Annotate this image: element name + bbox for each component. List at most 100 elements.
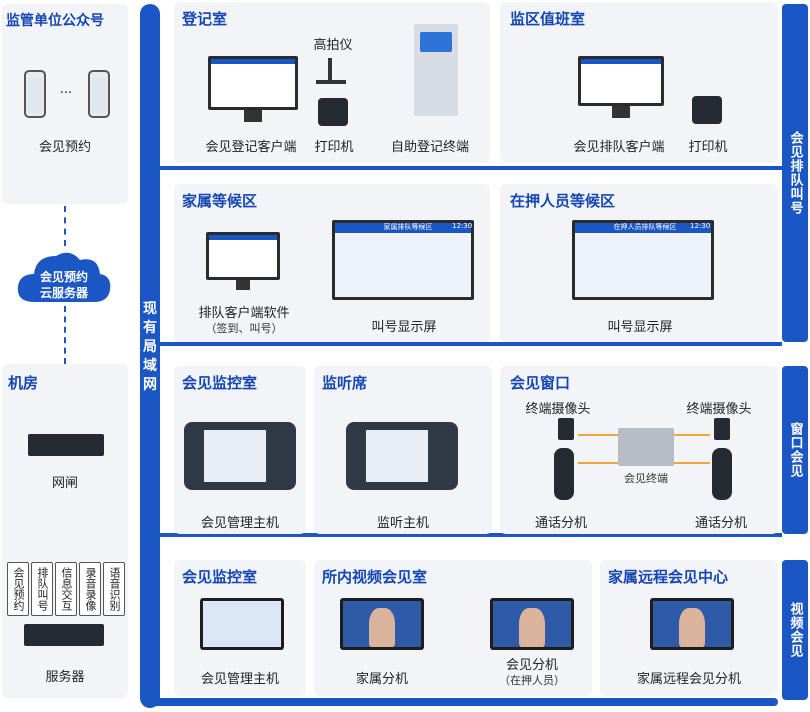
dashed-link-bottom (64, 306, 66, 364)
registration-monitor-icon (208, 56, 298, 110)
monitor-stand (244, 110, 262, 122)
cloud-label-1: 会见预约 (39, 270, 88, 284)
monitor-room-2-panel: 会见监控室 会见管理主机 (174, 560, 306, 696)
inmate-terminal-label: 会见分机 (505, 658, 558, 673)
server-badge-appointment: 会见预约 (7, 562, 29, 616)
server-badge-recording: 录音录像 (79, 562, 101, 616)
monitor-room-1-title: 会见监控室 (182, 374, 258, 392)
duty-title: 监区值班室 (510, 10, 586, 28)
meeting-terminal-icon (618, 428, 674, 466)
link-row1 (156, 166, 782, 170)
link-row3 (156, 533, 782, 537)
document-camera-base (316, 80, 346, 84)
lan-bus-bottom (150, 698, 778, 706)
printer-icon (318, 98, 348, 126)
wechat-title: 监管单位公众号 (6, 13, 104, 29)
management-host-2-icon (200, 598, 284, 650)
smartphone-icon (24, 70, 46, 118)
server-badge-info: 信息交互 (55, 562, 77, 616)
registration-printer-label: 打印机 (314, 140, 354, 155)
inmate-screen-header: 在押人员排队等候区 (613, 223, 677, 231)
inmate-wait-panel: 在押人员等候区 在押人员排队等候区 12:30 叫号显示屏 (500, 184, 778, 342)
monitor-room-1-label: 会见管理主机 (200, 516, 279, 531)
inmate-wait-title: 在押人员等候区 (510, 192, 616, 210)
document-camera-icon (328, 58, 332, 82)
server-badge-speech: 语音识别 (103, 562, 125, 616)
video-room-title: 所内视频会见室 (322, 568, 428, 586)
duty-printer-label: 打印机 (688, 140, 728, 155)
queue-software-label: 排队客户端软件 (198, 306, 290, 321)
phone-left-label: 通话分机 (534, 516, 587, 531)
camera-right-label: 终端摄像头 (686, 402, 752, 417)
camera-left-label: 终端摄像头 (525, 402, 591, 417)
family-wait-panel: 家属等候区 家属排队等候区 12:30 排队客户端软件 （签到、叫号） 叫号显示… (174, 184, 490, 342)
inmate-call-display-icon (572, 220, 714, 300)
remote-title: 家属远程会见中心 (608, 568, 729, 586)
family-screen-header: 家属排队等候区 (383, 223, 433, 231)
monitor-room-2-label: 会见管理主机 (200, 672, 279, 687)
side-video: 视频会见 (782, 560, 808, 700)
family-terminal-icon (340, 598, 424, 650)
intercom-phone-icon (554, 448, 574, 500)
phone-right-label: 通话分机 (694, 516, 747, 531)
link-row2 (156, 342, 782, 346)
document-camera-label: 高拍仪 (313, 38, 353, 53)
duty-client-label: 会见排队客户端 (573, 140, 665, 155)
inmate-screen-time: 12:30 (690, 222, 711, 230)
remote-label: 家属远程会见分机 (636, 672, 741, 687)
listen-label: 监听主机 (376, 516, 429, 531)
duty-monitor-icon (578, 56, 664, 106)
monitor-room-1-panel: 会见监控室 会见管理主机 (174, 366, 306, 534)
family-call-display-icon (332, 220, 474, 300)
management-host-icon (184, 422, 296, 490)
inmate-terminal-sub: （在押人员） (499, 674, 565, 687)
listen-host-icon (346, 422, 458, 490)
ellipsis: ··· (59, 86, 73, 101)
kiosk-screen (420, 32, 452, 52)
terminal-camera-icon (714, 418, 730, 440)
kiosk-label: 自助登记终端 (390, 140, 469, 155)
cloud-icon (17, 252, 111, 302)
family-terminal-label: 家属分机 (355, 672, 408, 687)
monitor-stand (612, 106, 630, 118)
inmate-terminal-icon (490, 598, 574, 650)
registration-panel: 登记室 高拍仪 会见登记客户端 打印机 自助登记终端 (174, 2, 490, 162)
family-display-label: 叫号显示屏 (371, 320, 437, 335)
server-label: 服务器 (45, 670, 85, 685)
family-wait-title: 家属等候区 (182, 192, 258, 210)
server-icon (24, 624, 104, 646)
meeting-terminal-label: 会见终端 (624, 472, 668, 485)
registration-title: 登记室 (182, 10, 228, 28)
registration-client-label: 会见登记客户端 (205, 140, 297, 155)
intercom-phone-icon (712, 448, 732, 500)
inmate-display-label: 叫号显示屏 (607, 320, 673, 335)
dashed-link-top (64, 206, 66, 246)
listen-panel: 监听席 监听主机 (314, 366, 492, 534)
duty-panel: 监区值班室 会见排队客户端 打印机 (500, 2, 778, 162)
lan-bus-label: 现有局域网 (143, 301, 157, 393)
window-title: 会见窗口 (510, 374, 571, 392)
remote-terminal-icon (650, 598, 734, 650)
smartphone-icon (88, 70, 110, 118)
listen-title: 监听席 (322, 374, 368, 392)
machine-room-panel: 机房 网闸 (2, 364, 128, 698)
queue-software-sub: （签到、叫号） (205, 322, 283, 335)
monitor-room-2-title: 会见监控室 (182, 568, 258, 586)
appointment-label: 会见预约 (38, 140, 91, 155)
gateway-icon (28, 434, 104, 456)
side-queue: 会见排队叫号 (782, 4, 808, 342)
window-panel: 会见窗口 终端摄像头 终端摄像头 会见终端 通话分机 通话分机 (500, 366, 778, 534)
machine-room-title: 机房 (8, 374, 39, 392)
wechat-panel: 监管单位公众号 ··· 会见预约 (2, 4, 128, 204)
lan-bus (140, 4, 160, 708)
terminal-camera-icon (558, 418, 574, 440)
monitor-stand (236, 280, 250, 290)
cloud-label-2: 云服务器 (39, 286, 88, 300)
server-badge-queue: 排队叫号 (31, 562, 53, 616)
queue-software-monitor-icon (206, 232, 280, 280)
family-screen-time: 12:30 (452, 222, 473, 230)
gateway-label: 网闸 (51, 476, 78, 491)
side-window: 窗口会见 (782, 366, 808, 534)
printer-icon (692, 96, 722, 124)
video-room-panel: 所内视频会见室 家属分机 会见分机 （在押人员） (314, 560, 592, 696)
